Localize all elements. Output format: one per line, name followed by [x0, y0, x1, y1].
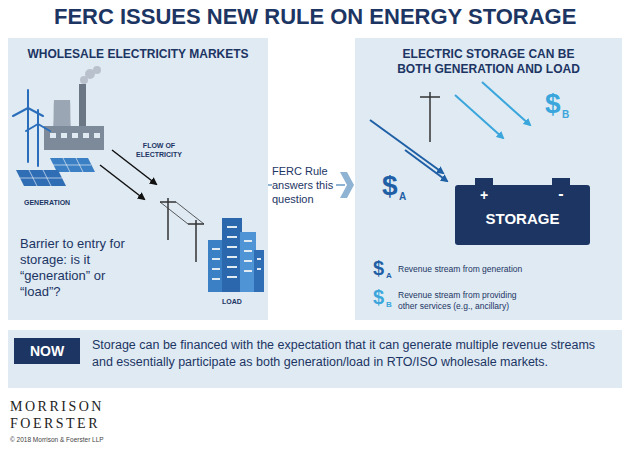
wind-turbine — [26, 124, 38, 131]
city-buildings — [208, 240, 224, 292]
solar-panel — [53, 165, 91, 166]
legend-subscript: B — [386, 301, 392, 309]
revenue-arrow — [405, 150, 447, 181]
power-pole — [420, 96, 440, 98]
plant-windows — [94, 133, 100, 138]
logo-word: MORRISON — [10, 399, 104, 415]
wind-turbine — [37, 124, 39, 166]
wind-turbine — [28, 108, 43, 116]
load-label: LOAD — [222, 297, 242, 306]
city-buildings — [222, 218, 242, 292]
chimney — [79, 84, 86, 130]
summary-text: Storage can be financed with the expecta… — [92, 337, 614, 371]
city-buildings — [212, 268, 220, 270]
power-line — [195, 220, 197, 262]
panel-heading: WHOLESALE ELECTRICITY MARKETS — [8, 47, 268, 62]
city-buildings — [208, 218, 264, 292]
now-label: NOW — [14, 338, 80, 364]
solar-panel — [16, 158, 95, 186]
currency-symbol: $ — [382, 172, 398, 200]
legend-text: Revenue stream from providing other serv… — [398, 290, 533, 312]
plant-windows — [83, 133, 89, 138]
power-line — [167, 198, 169, 240]
terminal-sign: - — [554, 186, 568, 202]
storage-battery: + - STORAGE — [455, 178, 590, 245]
revenue-arrow — [455, 82, 530, 138]
power-line — [160, 201, 176, 203]
wind-turbine — [27, 90, 29, 108]
wind-turbine — [38, 124, 50, 131]
city-buildings — [212, 226, 261, 280]
solar-panel — [50, 158, 95, 172]
city-buildings — [227, 276, 237, 278]
battery-label: STORAGE — [455, 210, 590, 228]
wind-turbine — [37, 110, 39, 124]
flow-label: FLOW OF ELECTRICITY — [134, 141, 184, 159]
city-buildings — [240, 232, 256, 292]
power-pole — [429, 92, 431, 142]
city-buildings — [227, 256, 237, 258]
city-buildings — [244, 260, 252, 262]
subscript-letter: B — [562, 110, 569, 120]
city-buildings — [212, 278, 220, 280]
wind-turbine — [27, 108, 29, 162]
city-buildings — [254, 250, 264, 292]
city-buildings — [257, 258, 261, 260]
terminal-sign: + — [477, 187, 491, 203]
wind-turbine — [13, 90, 50, 166]
city-buildings — [212, 248, 220, 250]
city-buildings — [257, 268, 261, 270]
legend-symbol: $ — [373, 258, 384, 278]
edge-label: FERC Rule answers this question — [272, 164, 336, 206]
logo-word: FOERSTER — [10, 416, 100, 432]
city-buildings — [212, 258, 220, 260]
panel-heading: ELECTRIC STORAGE CAN BE BOTH GENERATION … — [391, 47, 586, 77]
power-line — [160, 198, 204, 262]
currency-symbol: $ — [545, 90, 561, 118]
power-plant — [44, 126, 104, 150]
solar-panel — [20, 178, 62, 179]
flow-arrow — [100, 165, 144, 199]
legend-subscript: A — [386, 272, 392, 280]
revenue-arrow — [370, 120, 447, 181]
plant-windows — [61, 133, 67, 138]
city-buildings — [244, 270, 252, 272]
now-tag: NOW — [14, 338, 80, 364]
city-buildings — [227, 226, 237, 228]
solar-panel — [20, 158, 91, 186]
city-buildings — [227, 236, 237, 238]
plant-windows — [50, 133, 56, 138]
arrow-chevron — [340, 172, 354, 198]
city-buildings — [227, 266, 237, 268]
power-line — [160, 202, 188, 224]
title: FERC ISSUES NEW RULE ON ENERGY STORAGE — [54, 4, 576, 30]
solar-panel — [16, 170, 66, 186]
revenue-arrow — [455, 95, 503, 138]
power-pole — [420, 92, 440, 142]
generation-label: GENERATION — [24, 198, 70, 207]
summary-band: Storage can be financed with the expecta… — [8, 330, 622, 388]
wind-turbine — [13, 108, 28, 116]
question-text: Barrier to entry for storage: is it “gen… — [20, 236, 135, 300]
city-buildings — [227, 246, 237, 248]
plant-windows — [50, 133, 100, 138]
revenue-arrow — [370, 120, 443, 173]
storage-art — [370, 82, 530, 181]
city-buildings — [244, 240, 252, 242]
power-line — [188, 223, 204, 225]
revenue-arrow — [482, 82, 530, 125]
smoke — [93, 66, 101, 74]
city-buildings — [244, 250, 252, 252]
market-panel: WHOLESALE ELECTRICITY MARKETS Barrier to … — [8, 38, 268, 320]
plant-windows — [72, 133, 78, 138]
subscript-letter: A — [399, 192, 406, 202]
battery-body — [455, 185, 590, 245]
power-line — [176, 202, 204, 224]
copyright-note: © 2018 Morrison & Foerster LLP — [10, 436, 104, 444]
legend-symbol: $ — [373, 287, 384, 307]
legend-text: Revenue stream from generation — [398, 264, 598, 275]
smoke — [80, 66, 101, 84]
